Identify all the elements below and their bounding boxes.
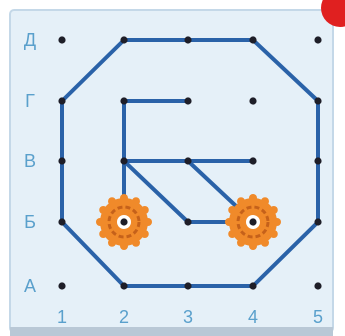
peg — [58, 282, 65, 289]
peg — [314, 282, 321, 289]
column-label: 4 — [248, 307, 258, 327]
peg — [120, 282, 127, 289]
geoboard-panel — [10, 10, 333, 332]
peg — [184, 282, 191, 289]
peg — [314, 97, 321, 104]
wheel-peg — [120, 218, 127, 225]
column-label: 5 — [313, 307, 323, 327]
row-label: Г — [25, 91, 35, 111]
peg — [314, 157, 321, 164]
peg — [120, 97, 127, 104]
column-label: 1 — [57, 307, 67, 327]
peg — [120, 157, 127, 164]
geoboard-bottom-edge — [10, 327, 333, 336]
peg — [249, 36, 256, 43]
peg — [184, 218, 191, 225]
row-label: Б — [24, 212, 36, 232]
wheel-peg — [249, 218, 256, 225]
column-label: 3 — [183, 307, 193, 327]
peg — [249, 282, 256, 289]
peg — [249, 157, 256, 164]
peg — [249, 97, 256, 104]
peg — [314, 218, 321, 225]
peg — [184, 36, 191, 43]
peg — [314, 36, 321, 43]
peg — [58, 36, 65, 43]
peg — [58, 218, 65, 225]
peg — [58, 157, 65, 164]
row-label: А — [24, 276, 36, 296]
row-label: В — [24, 151, 36, 171]
peg — [184, 157, 191, 164]
column-label: 2 — [119, 307, 129, 327]
peg — [184, 97, 191, 104]
peg — [58, 97, 65, 104]
row-label: Д — [24, 30, 36, 50]
peg — [120, 36, 127, 43]
